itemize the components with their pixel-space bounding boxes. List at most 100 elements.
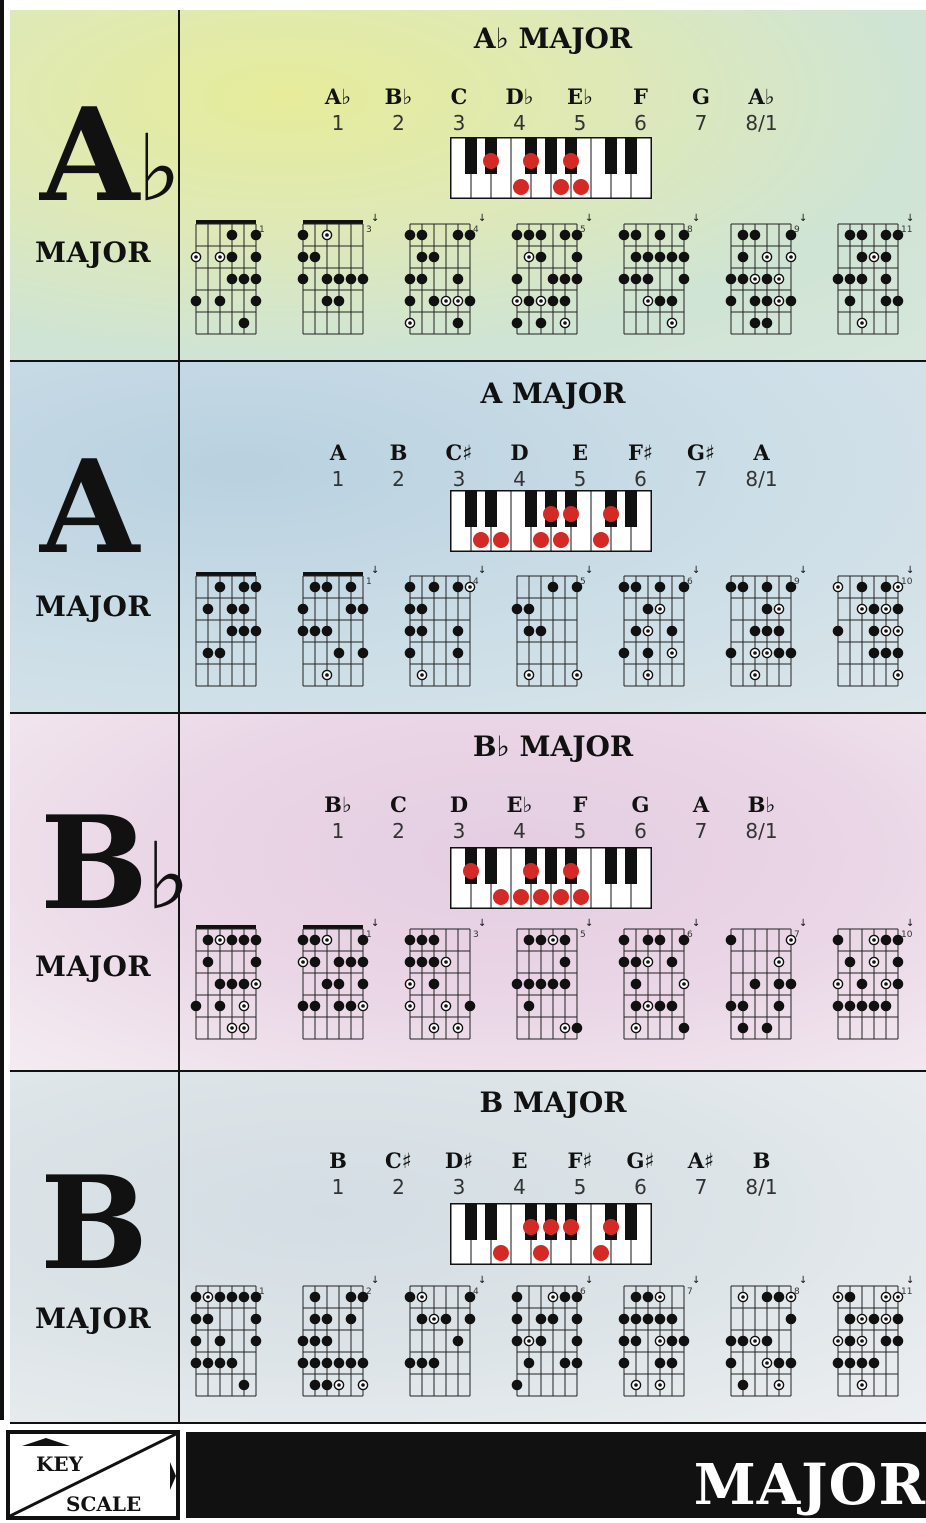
fret-dot [893,1314,902,1323]
fret-dot [560,957,569,966]
fret-dot [298,1336,307,1345]
root-dot-center [860,1339,864,1343]
fret-dot [346,274,355,283]
fret-dot [227,626,236,635]
root-dot-center [218,938,222,942]
root-dot-center [896,629,900,633]
fret-dot [227,935,236,944]
fret-dot [655,935,664,944]
fret-dot [191,1292,200,1301]
fret-dot [548,582,557,591]
piano-note-marker [563,1219,579,1235]
fret-dot [643,252,652,261]
fret-dot [524,1001,533,1010]
degree-number: 2 [369,819,429,843]
degree-number: 4 [490,111,550,135]
piano-black-key [465,491,477,527]
scale-degree: B♭8/1 [732,792,792,843]
note-name: F [550,792,610,817]
root-dot-center [789,1295,793,1299]
fret-dot [643,648,652,657]
fretboard-diagram: 5↓ [509,210,599,335]
fret-dot [667,296,676,305]
root-dot-center [420,673,424,677]
piano-note-marker [563,506,579,522]
degree-number: 1 [308,819,368,843]
fret-number: 6 [687,930,693,940]
fret-dot [251,1314,260,1323]
note-name: G♯ [611,1148,671,1173]
scale-degree: F♯5 [550,1148,610,1199]
degree-number: 3 [429,111,489,135]
fret-dot [310,1336,319,1345]
scale-title: A♭ MAJOR [180,22,926,55]
fret-dot [762,318,771,327]
root-dot-center [563,1026,567,1030]
fret-dot [738,1336,747,1345]
fret-dot [833,1358,842,1367]
left-border [0,0,4,1420]
fret-number: 6 [687,577,693,587]
fret-dot [215,1358,224,1367]
fret-dot [655,1314,664,1323]
fret-dot [667,1358,676,1367]
fret-dot [881,1336,890,1345]
root-dot-center [777,1383,781,1387]
degree-number: 5 [550,819,610,843]
piano-note-marker [553,889,569,905]
note-name: C [369,792,429,817]
root-dot-center [527,1339,531,1343]
fret-dot [774,626,783,635]
down-arrow-icon: ↓ [906,918,914,929]
fret-dot [762,296,771,305]
fret-dot [358,957,367,966]
fret-dot [251,252,260,261]
piano-black-key [465,1204,477,1240]
fret-dot [512,1314,521,1323]
fret-dot [322,274,331,283]
scale-degree: C3 [429,84,489,135]
root-dot-center [646,299,650,303]
down-arrow-icon: ↓ [478,213,486,224]
fret-dot [845,1336,854,1345]
fret-dot [869,626,878,635]
fret-number: 1 [366,930,372,940]
fret-dot [869,604,878,613]
fret-dot [631,274,640,283]
fret-dot [857,979,866,988]
fret-dot [726,274,735,283]
fret-dot [358,1358,367,1367]
fret-number: 4 [473,577,479,587]
note-name: A♭ [308,84,368,109]
fret-number: 6 [580,1287,586,1297]
fret-dot [786,1314,795,1323]
fret-dot [536,318,545,327]
fret-dot [191,1314,200,1323]
fretboard-diagram: 1 [188,210,278,335]
fret-dot [203,935,212,944]
degree-number: 4 [490,1175,550,1199]
fret-dot [358,274,367,283]
scale-title: A MAJOR [180,377,926,410]
fret-dot [845,274,854,283]
fret-dot [524,230,533,239]
note-name: B♭ [369,84,429,109]
fret-dot [857,582,866,591]
fret-dot [453,274,462,283]
fretboard-diagram: 5↓ [509,915,599,1040]
fret-dot [227,1358,236,1367]
scale-title: B MAJOR [180,1086,926,1119]
fret-dot [869,1358,878,1367]
key-letter-a-flat: A♭ [40,92,170,220]
piano-black-key [525,491,537,527]
root-dot-center [765,651,769,655]
scale-label: SCALE [66,1492,141,1516]
scale-degree: G♯7 [671,440,731,491]
fret-dot [631,979,640,988]
major-label: MAJOR [35,236,151,269]
degree-number: 7 [671,111,731,135]
fret-dot [215,1336,224,1345]
fret-dot [417,1314,426,1323]
piano-note-marker [593,532,609,548]
root-dot-center [860,1317,864,1321]
